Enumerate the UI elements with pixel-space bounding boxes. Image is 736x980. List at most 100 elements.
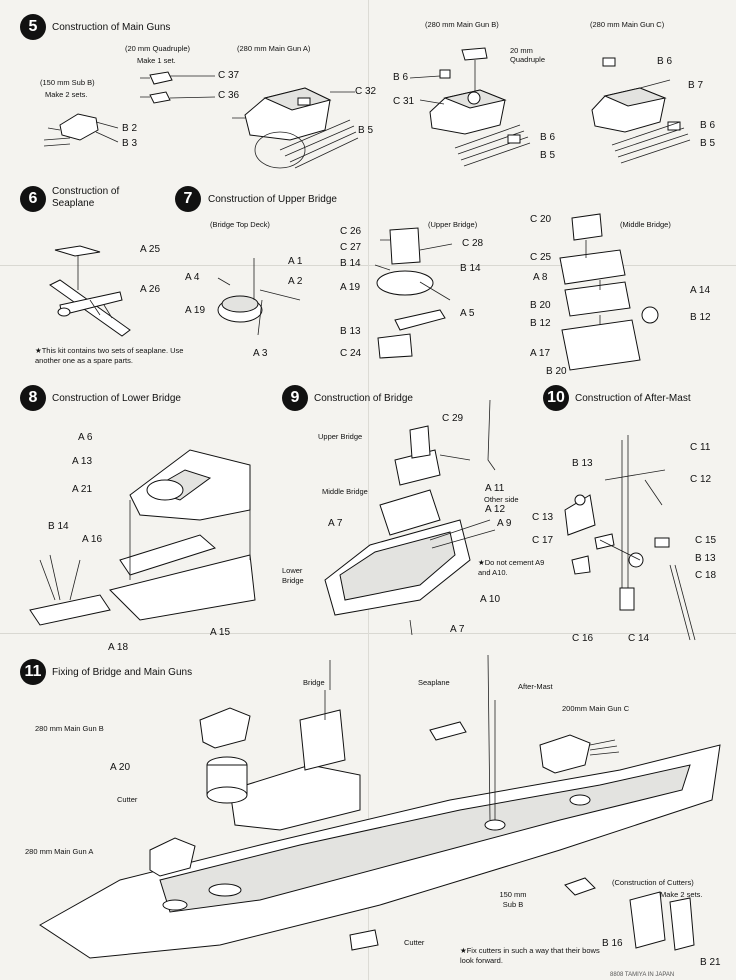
part-label: B 6 — [657, 56, 673, 67]
note: ★Do not cement A9 and A10. — [478, 558, 545, 577]
part-label: C 37 — [218, 70, 240, 81]
upper-bridge-drawing — [374, 227, 453, 359]
part-label: B 6 — [700, 120, 716, 131]
part-label: A 4 — [185, 272, 200, 283]
step-number-badge: 11 — [20, 659, 46, 685]
part-label: B 3 — [122, 138, 138, 149]
step-title: Construction of Lower Bridge — [52, 393, 181, 404]
step-title: Construction of Seaplane — [52, 186, 120, 209]
main-gun-c-drawing — [591, 57, 691, 164]
step-number-badge: 6 — [20, 186, 46, 212]
callout: Seaplane — [418, 678, 450, 687]
part-label: B 14 — [460, 263, 481, 274]
part-label: C 28 — [462, 238, 484, 249]
part-label: A 26 — [140, 284, 161, 295]
part-label: B 5 — [700, 138, 716, 149]
part-label: A 7 — [450, 624, 465, 635]
part-label: B 12 — [690, 312, 711, 323]
lower-bridge-drawing — [29, 449, 256, 626]
part-label: C 29 — [442, 413, 464, 424]
part-label: A 6 — [78, 432, 93, 443]
part-label: B 20 — [530, 300, 551, 311]
part-label: C 31 — [393, 96, 415, 107]
part-label: C 24 — [340, 348, 362, 359]
part-label: B 20 — [546, 366, 567, 377]
callout: 280 mm Main Gun A — [25, 847, 94, 856]
part-label: B 12 — [530, 318, 551, 329]
caption: Make 2 sets. — [45, 90, 88, 99]
note: ★Fix cutters in such a way that their bo… — [460, 946, 600, 965]
callout: 280 mm Main Gun B — [35, 724, 104, 733]
sub-gun-b-drawing — [43, 113, 119, 147]
caption: (Bridge Top Deck) — [210, 220, 270, 229]
part-label: C 17 — [532, 535, 554, 546]
callout: 150 mm Sub B — [499, 890, 527, 909]
callout: Bridge — [303, 678, 325, 687]
part-label: B 21 — [700, 957, 721, 968]
part-label: C 26 — [340, 226, 362, 237]
callout: After-Mast — [518, 682, 553, 691]
part-label: A 13 — [72, 456, 93, 467]
part-label: B 13 — [695, 553, 716, 564]
part-label: B 14 — [48, 521, 69, 532]
caption: (20 mm Quadruple) — [125, 44, 191, 53]
part-label: A 18 — [108, 642, 129, 653]
part-label: A 10 — [480, 594, 501, 605]
part-label: A 3 — [253, 348, 268, 359]
part-label: C 13 — [532, 512, 554, 523]
part-label: A 21 — [72, 484, 93, 495]
part-label: B 16 — [602, 938, 623, 949]
main-gun-a-drawing — [232, 87, 359, 169]
main-gun-b-drawing — [409, 47, 531, 167]
callout: Middle Bridge — [322, 487, 368, 496]
part-label: B 14 — [340, 258, 361, 269]
part-label: A 5 — [460, 308, 475, 319]
step-title: Construction of Main Guns — [52, 22, 171, 33]
step-title: Construction of After-Mast — [575, 393, 691, 404]
step-number-badge: 8 — [20, 385, 46, 411]
part-label: C 14 — [628, 633, 650, 644]
step-title: Construction of Bridge — [314, 393, 413, 404]
caption: (150 mm Sub B) — [40, 78, 95, 87]
part-label: B 13 — [340, 326, 361, 337]
part-label: A 19 — [340, 282, 361, 293]
ship-hull-drawing — [39, 654, 721, 959]
part-label: C 12 — [690, 474, 712, 485]
part-label: A 16 — [82, 534, 103, 545]
part-label: A 20 — [110, 762, 131, 773]
step-title: Construction of Upper Bridge — [208, 194, 337, 205]
part-label: A 15 — [210, 627, 231, 638]
part-label: C 36 — [218, 90, 240, 101]
part-label: A 25 — [140, 244, 161, 255]
caption: (Middle Bridge) — [620, 220, 671, 229]
part-label: B 5 — [540, 150, 556, 161]
caption: (Construction of Cutters) — [612, 878, 694, 887]
callout: Lower Bridge — [282, 566, 304, 585]
part-label: B 7 — [688, 80, 704, 91]
part-label: A 1 — [288, 256, 303, 267]
part-label: A 14 — [690, 285, 711, 296]
part-label: B 5 — [358, 125, 374, 136]
bridge-top-deck-drawing — [217, 258, 301, 336]
note: ★This kit contains two sets of seaplane.… — [35, 346, 184, 365]
caption: (280 mm Main Gun B) — [425, 20, 499, 29]
part-label: A 17 — [530, 348, 551, 359]
part-label: C 32 — [355, 86, 377, 97]
part-label: C 15 — [695, 535, 717, 546]
step-number-badge: 7 — [175, 186, 201, 212]
part-label: C 27 — [340, 242, 362, 253]
part-label: A 9 — [497, 518, 512, 529]
part-label: C 20 — [530, 214, 552, 225]
callout: Upper Bridge — [318, 432, 363, 441]
seaplane-drawing — [49, 245, 131, 337]
part-label: A 12 — [485, 504, 506, 515]
part-label: B 13 — [572, 458, 593, 469]
callout: Cutter — [117, 795, 138, 804]
step-number-badge: 9 — [282, 385, 308, 411]
part-label: C 16 — [572, 633, 594, 644]
callout: Cutter — [404, 938, 425, 947]
caption: Make 2 sets. — [660, 890, 703, 899]
caption: Make 1 set. — [137, 56, 176, 65]
part-label: C 25 — [530, 252, 552, 263]
